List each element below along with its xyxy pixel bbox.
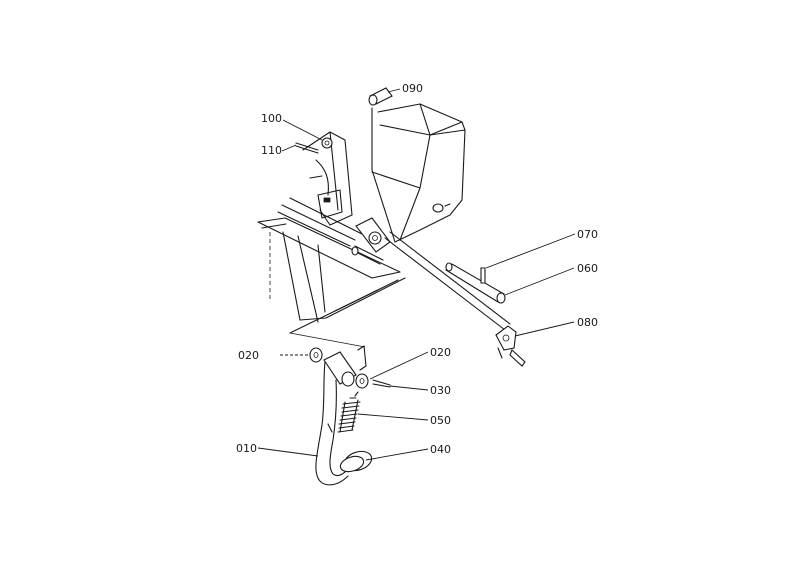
mounting-bracket <box>302 131 353 226</box>
spring-050 <box>337 391 361 433</box>
frame-structure <box>257 197 406 334</box>
washer-020-right <box>355 373 369 389</box>
rod-long <box>384 231 511 331</box>
callout-010: 010 <box>236 442 257 455</box>
callout-020-left: 020 <box>238 349 259 362</box>
washer-020-left <box>309 347 323 363</box>
callout-labels: 090 100 110 070 060 080 020 020 030 050 … <box>236 82 598 456</box>
callout-090: 090 <box>402 82 423 95</box>
leader-lines <box>257 88 576 461</box>
callout-060: 060 <box>577 262 598 275</box>
callout-080: 080 <box>577 316 598 329</box>
callout-050: 050 <box>430 414 451 427</box>
pedal-housing <box>371 103 466 243</box>
callout-030: 030 <box>430 384 451 397</box>
pedal-arm-010 <box>315 345 367 486</box>
cotter-pin-030 <box>372 379 391 388</box>
shaft-060 <box>445 262 506 304</box>
callout-020-right: 020 <box>430 346 451 359</box>
callout-100: 100 <box>261 112 282 125</box>
pin-070 <box>480 267 486 284</box>
lever-080 <box>495 325 526 367</box>
guide-lines <box>280 332 366 356</box>
pedal-pad-040 <box>339 450 373 473</box>
pivot-plate <box>351 217 391 265</box>
pin-090 <box>368 87 393 106</box>
callout-040: 040 <box>430 443 451 456</box>
washer-100 <box>321 137 333 149</box>
callout-110: 110 <box>261 144 282 157</box>
callout-070: 070 <box>577 228 598 241</box>
spring-pin-110 <box>295 142 319 154</box>
